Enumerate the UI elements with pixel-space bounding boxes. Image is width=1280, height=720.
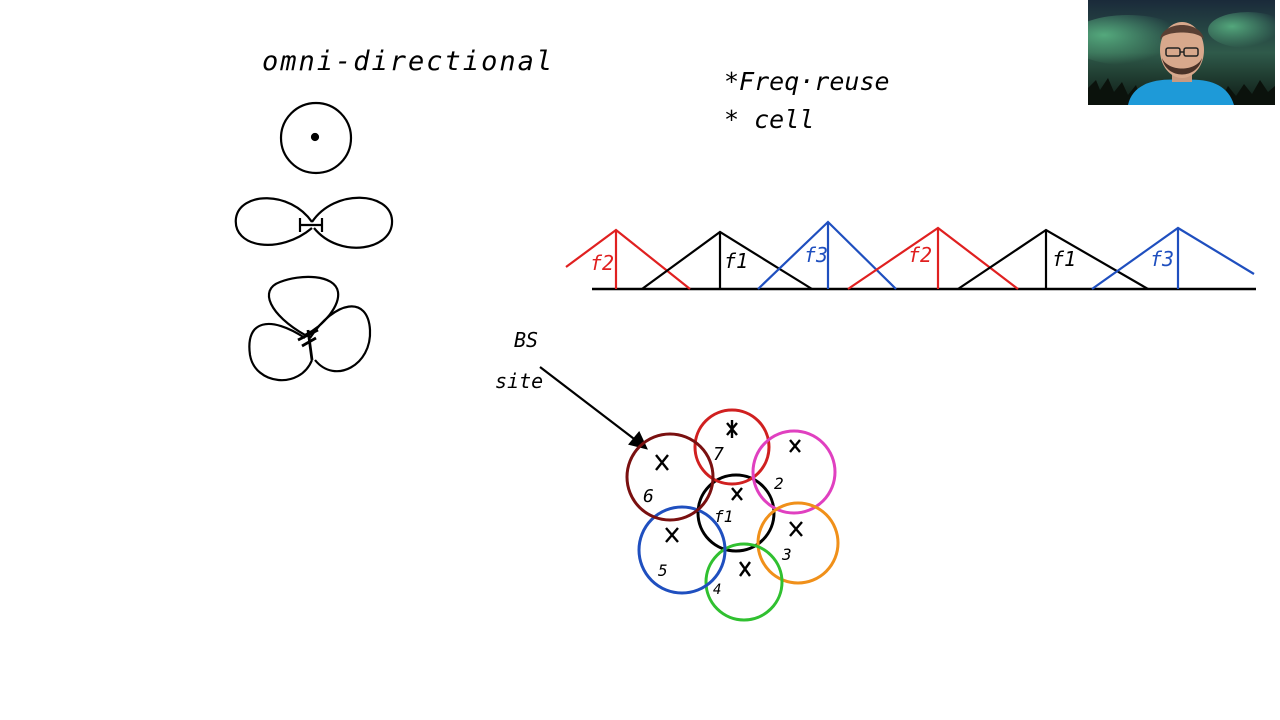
two-lobe-pattern	[234, 196, 394, 249]
cell-4	[704, 542, 784, 622]
cell-label-2: 2	[774, 474, 784, 493]
cell-6	[625, 432, 715, 522]
cell-label-4: 4	[713, 582, 721, 598]
cell-label-center: f1	[714, 507, 733, 526]
cell-label-3: 3	[781, 545, 792, 564]
spectrum-label-f3-2: f3	[1150, 247, 1174, 271]
spectrum-f2-2	[847, 226, 1019, 290]
cell-cluster	[625, 408, 840, 622]
cell-label-5: 5	[658, 561, 668, 580]
cell-2	[751, 429, 837, 515]
note-freq-reuse: *Freq·reuse	[724, 67, 890, 96]
bs-label: BS	[514, 328, 538, 352]
cell-label-7: 7	[713, 444, 724, 465]
spectrum-label-f2-1: f2	[590, 251, 614, 275]
note-cell: * cell	[724, 105, 814, 134]
spectrum-label-f3-1: f3	[804, 243, 828, 267]
spectrum-label-f1-1: f1	[724, 249, 748, 273]
cell-7	[693, 408, 771, 486]
site-label: site	[495, 369, 543, 393]
omni-pattern	[279, 101, 353, 175]
cell-site-marks	[655, 420, 803, 577]
bs-site-arrow	[539, 366, 648, 450]
spectrum-f2-1	[565, 228, 691, 290]
cell-5	[637, 505, 727, 595]
spectrum-label-f2-2: f2	[908, 243, 932, 267]
spectrum-triangles	[565, 220, 1255, 290]
cell-3	[756, 501, 840, 585]
cell-center	[696, 473, 776, 553]
presenter-webcam	[1088, 0, 1275, 105]
cell-label-6: 6	[643, 486, 654, 507]
omni-directional-title: omni-directional	[262, 46, 554, 77]
spectrum-label-f1-2: f1	[1052, 247, 1076, 271]
three-lobe-pattern	[248, 275, 372, 382]
